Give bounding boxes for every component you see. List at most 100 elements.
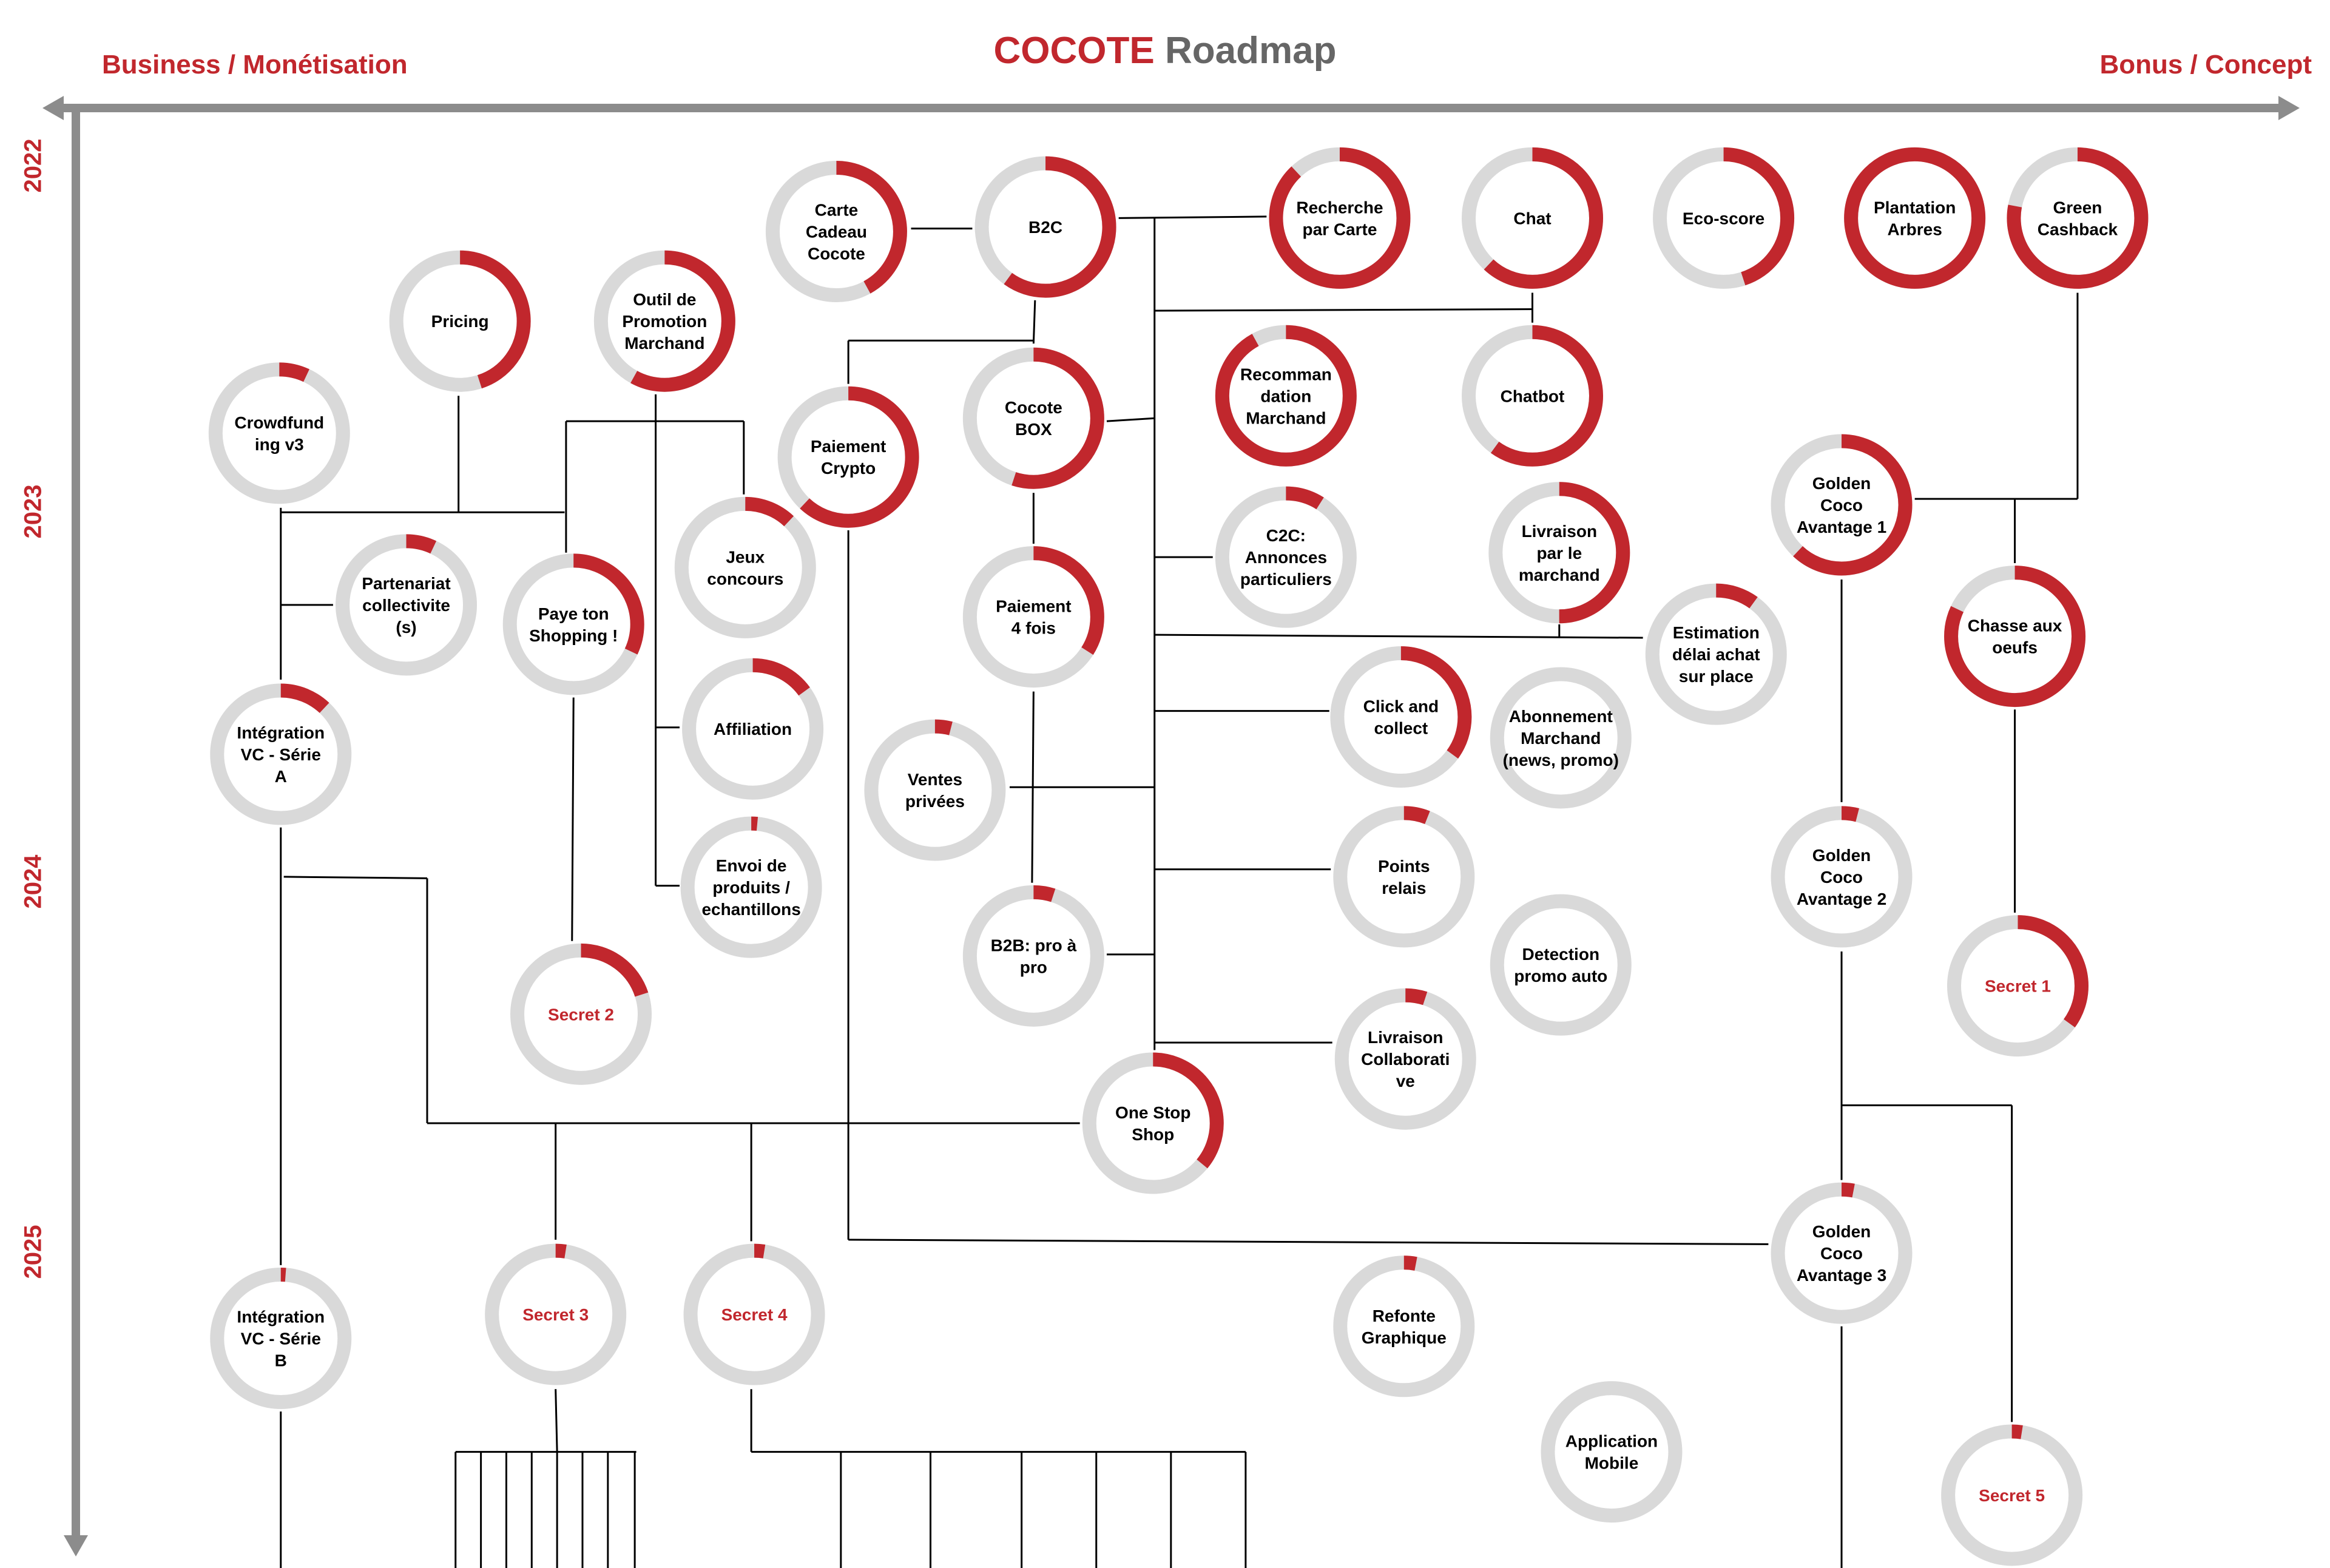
roadmap-node-chat[interactable]: Chat — [1461, 147, 1603, 289]
roadmap-node-secret-2[interactable]: Secret 2 — [510, 943, 652, 1085]
node-label: Detection — [1522, 945, 1599, 964]
progress-ring-fill — [502, 553, 644, 695]
node-label: marchand — [1519, 566, 1600, 584]
roadmap-node-secret-3[interactable]: Secret 3 — [485, 1243, 627, 1385]
node-label: (s) — [396, 618, 416, 637]
roadmap-node-chatbot[interactable]: Chatbot — [1461, 325, 1603, 467]
node-label: B — [275, 1351, 287, 1370]
node-label: VC - Série — [241, 1330, 321, 1348]
progress-ring-fill — [210, 683, 352, 825]
progress-ring-fill — [1333, 806, 1475, 948]
roadmap-node-secret-4[interactable]: Secret 4 — [683, 1243, 825, 1385]
axis-arrow-right-icon — [2278, 96, 2300, 120]
progress-ring-fill — [1461, 147, 1603, 289]
progress-ring-fill — [974, 156, 1116, 298]
node-label: Arbres — [1888, 220, 1942, 238]
node-label: Carte — [815, 201, 859, 220]
axis-arrow-left-icon — [42, 96, 64, 120]
roadmap-node-secret-1[interactable]: Secret 1 — [1947, 915, 2089, 1057]
node-label: Golden — [1812, 474, 1871, 493]
node-label: Refonte — [1373, 1306, 1436, 1325]
connector-line — [571, 697, 575, 941]
node-label: promo auto — [1514, 967, 1607, 985]
roadmap-node-detection-promo[interactable]: Detection promo auto — [1490, 894, 1632, 1036]
roadmap-node-affiliation[interactable]: Affiliation — [682, 658, 824, 800]
progress-ring-track — [1490, 894, 1632, 1036]
progress-ring-track — [962, 885, 1104, 1027]
connector-line — [1106, 417, 1155, 422]
progress-ring-fill — [962, 347, 1104, 489]
node-label: délai achat — [1672, 645, 1760, 664]
progress-ring-track — [1333, 806, 1475, 948]
axes — [42, 96, 2300, 1556]
node-label: ve — [1396, 1072, 1415, 1090]
node-label: Secret 5 — [1979, 1486, 2045, 1505]
progress-ring-fill — [1653, 147, 1795, 289]
node-label: BOX — [1015, 420, 1052, 439]
node-label: Click and — [1363, 697, 1439, 716]
roadmap-node-secret-5[interactable]: Secret 5 — [1941, 1424, 2083, 1566]
node-label: C2C: — [1266, 526, 1306, 545]
progress-ring-fill — [777, 386, 919, 528]
progress-ring-track — [208, 362, 350, 504]
roadmap-node-b2c[interactable]: B2C — [974, 156, 1116, 298]
connector-line — [1154, 308, 1533, 312]
node-label: Secret 2 — [548, 1005, 614, 1024]
node-label: Plantation — [1874, 198, 1956, 217]
roadmap-node-pricing[interactable]: Pricing — [389, 250, 531, 392]
progress-ring-fill — [208, 362, 350, 504]
node-label: Ventes — [908, 770, 962, 789]
node-label: Livraison — [1522, 522, 1597, 541]
progress-ring-track — [1490, 667, 1632, 809]
node-label: Intégration — [237, 723, 325, 742]
progress-ring-fill — [765, 161, 907, 303]
roadmap-node-eco-score[interactable]: Eco-score — [1653, 147, 1795, 289]
node-label: Partenariat — [362, 574, 450, 593]
node-label: particuliers — [1240, 570, 1332, 589]
node-label: Livraison — [1368, 1028, 1443, 1047]
progress-ring-track — [674, 496, 816, 638]
node-label: (news, promo) — [1503, 751, 1619, 769]
node-label: Paiement — [811, 437, 886, 456]
node-label: Chasse aux — [1968, 617, 2062, 635]
node-label: Outil de — [633, 290, 696, 309]
node-label: relais — [1382, 879, 1426, 897]
node-label: Crypto — [821, 459, 876, 478]
node-label: Envoi de — [716, 856, 787, 875]
node-label: Points — [1378, 857, 1430, 876]
roadmap-node-points-relais[interactable]: Points relais — [1333, 806, 1475, 948]
progress-ring-fill — [682, 658, 824, 800]
